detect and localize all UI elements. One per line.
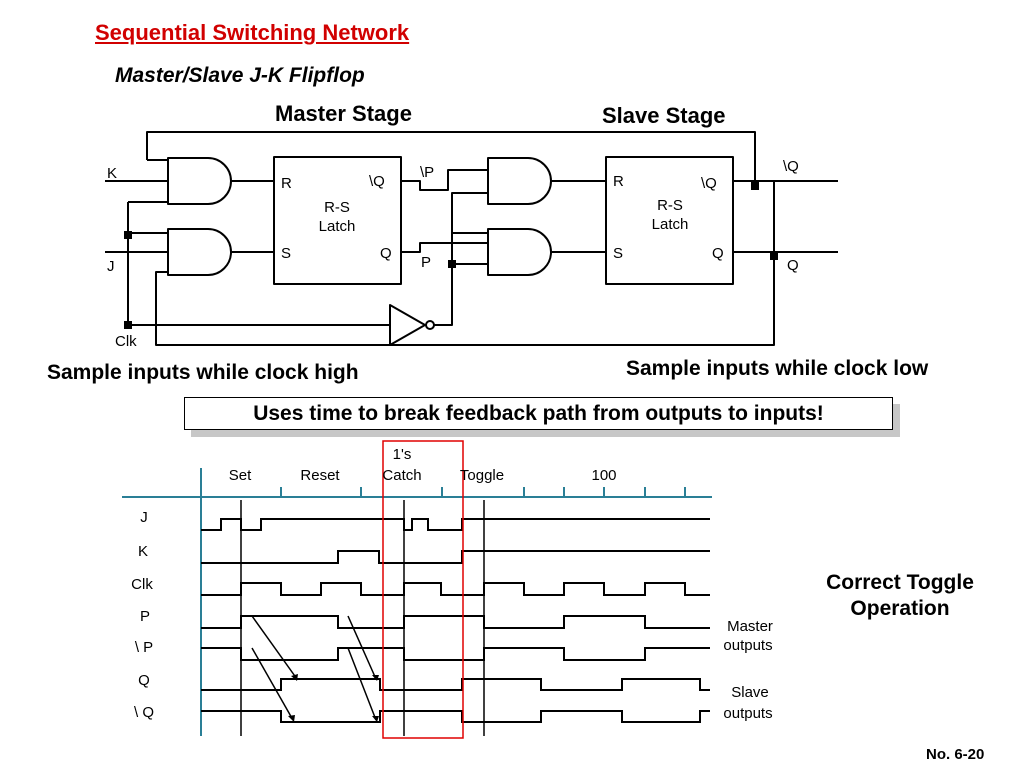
clock-inverter [389, 304, 426, 346]
timing-diagram: Set Reset 1's Catch Toggle 100 J K Clk P… [122, 440, 773, 739]
clk-input-label: Clk [115, 333, 137, 350]
master-stage-label: Master Stage [275, 101, 412, 126]
j-input-label: J [107, 258, 115, 275]
caption-clock-high: Sample inputs while clock high [47, 361, 359, 384]
master-and-gate-top [167, 157, 232, 205]
slave-and-gate-top [487, 157, 552, 205]
callout-box: Uses time to break feedback path from ou… [184, 397, 893, 430]
master-qbar-wire [401, 169, 488, 191]
slave-r-label: R [613, 173, 624, 190]
phase-label: Catch [382, 467, 421, 484]
master-s-label: S [281, 245, 291, 262]
phase-label: Reset [300, 467, 340, 484]
master-r-label: R [281, 175, 292, 192]
master-latch-name-1: R-S [324, 199, 350, 216]
toggle-caption-line: Correct Toggle [826, 571, 974, 594]
slave-qbar-label: \Q [701, 175, 717, 192]
caption-clock-low: Sample inputs while clock low [626, 357, 929, 380]
master-q-wire [401, 242, 488, 253]
slave-stage-label: Slave Stage [602, 103, 726, 128]
master-outputs-note: Master [727, 618, 773, 635]
signal-label: J [140, 509, 148, 526]
page-title: Sequential Switching Network [95, 20, 410, 45]
p-label: P [421, 254, 431, 271]
waveform-p [201, 615, 710, 629]
signal-label: \ P [135, 639, 153, 656]
k-input-label: K [107, 165, 117, 182]
signal-label: Q [138, 672, 150, 689]
slave-latch-name-2: Latch [652, 216, 689, 233]
feedback-wire-top [146, 131, 756, 186]
feedback-wire-bottom [755, 252, 775, 346]
waveform-clk [201, 582, 710, 596]
phase-label: 100 [591, 467, 616, 484]
slave-outputs-note: Slave [731, 684, 769, 701]
master-qbar-label: \Q [369, 173, 385, 190]
waveform-q-bar [201, 710, 710, 723]
master-outputs-note: outputs [723, 637, 772, 654]
slave-latch-name-1: R-S [657, 197, 683, 214]
master-and-gate-bottom [167, 228, 232, 276]
master-q-label: Q [380, 245, 392, 262]
p-bar-label: \P [420, 164, 434, 181]
slave-q-label: Q [712, 245, 724, 262]
page-number: No. 6-20 [926, 746, 985, 763]
waveform-k [201, 550, 710, 564]
signal-label: K [138, 543, 148, 560]
correct-toggle-caption: Correct Toggle Operation [790, 570, 1010, 622]
signal-label: P [140, 608, 150, 625]
slave-latch-box [605, 156, 734, 285]
flipflop-circuit-diagram: K J Clk R S \Q Q R-S Latch \P P R S \Q Q… [105, 131, 838, 350]
waveform-j [201, 518, 710, 531]
slave-and-gate-bottom [487, 228, 552, 276]
toggle-caption-line: Operation [850, 597, 950, 620]
output-q-label: Q [787, 257, 799, 274]
slave-outputs-note: outputs [723, 705, 772, 722]
phase-label: Toggle [460, 467, 504, 484]
ones-catch-highlight [382, 440, 464, 739]
signal-label: \ Q [134, 704, 154, 721]
slave-s-label: S [613, 245, 623, 262]
phase-label: Set [229, 467, 252, 484]
subtitle: Master/Slave J-K Flipflop [115, 64, 365, 87]
waveform-q [201, 678, 710, 691]
signal-label: Clk [131, 576, 153, 593]
master-latch-box [273, 156, 402, 285]
master-latch-name-2: Latch [319, 218, 356, 235]
output-qbar-label: \Q [783, 158, 799, 175]
phase-label: 1's [393, 446, 412, 463]
waveform-p-bar [201, 647, 710, 661]
